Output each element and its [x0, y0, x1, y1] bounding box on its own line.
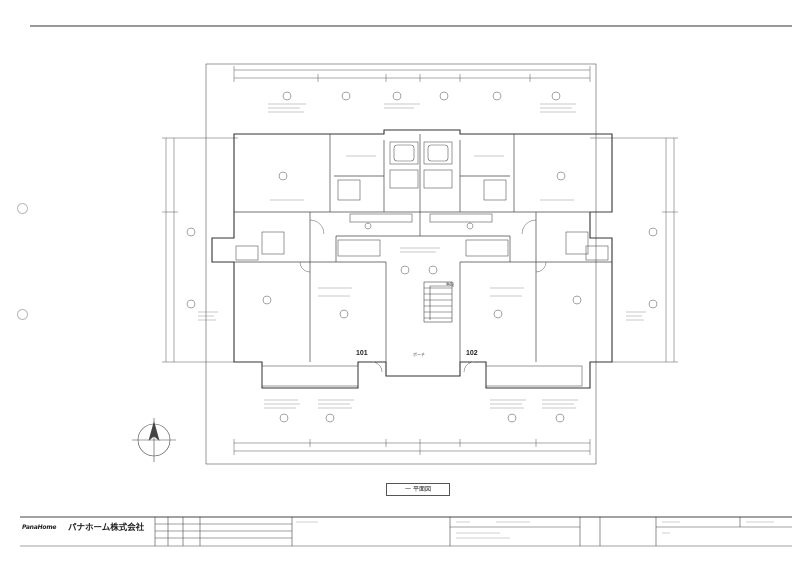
company-name: パナホーム株式会社 [68, 523, 145, 533]
unit-number-101: 101 [356, 350, 368, 357]
door-swings [299, 219, 547, 373]
binder-hole-bottom [17, 309, 28, 320]
balconies [261, 365, 583, 387]
brand-logo-text: PanaHome [22, 524, 57, 531]
binder-hole-top [17, 203, 28, 214]
staircase [423, 281, 453, 323]
dimension-lines-top [233, 66, 591, 82]
sheet-title: 一 平面図 [386, 483, 450, 496]
porch-label: ポーチ [413, 352, 425, 357]
interior-walls [234, 134, 612, 362]
exterior-walls [211, 129, 613, 389]
dimension-lines-sides [162, 137, 678, 363]
north-arrow [132, 418, 176, 462]
kitchen-counters [337, 213, 509, 257]
entrance-closets [235, 231, 609, 261]
stair-label: 階段 [446, 282, 454, 287]
bath-units [337, 141, 507, 201]
title-block-frame [20, 516, 792, 547]
ceiling-light-symbols [186, 91, 658, 423]
annotation-text-marks [198, 103, 646, 409]
title-block-text-marks [296, 521, 774, 539]
unit-number-102: 102 [466, 350, 478, 357]
plan-frame [205, 63, 597, 465]
dimension-lines-bottom [233, 439, 591, 455]
